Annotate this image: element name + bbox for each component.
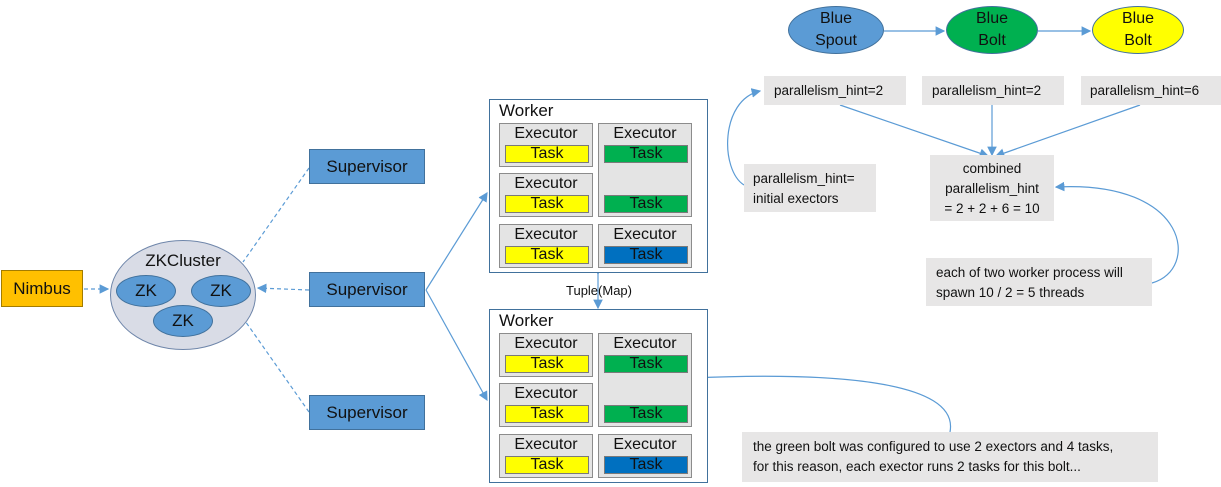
zk-node: ZK [116, 275, 176, 307]
executor: Executor Task [598, 224, 692, 268]
sup3-zk-line [242, 317, 310, 413]
task-yellow: Task [505, 145, 589, 163]
green-note-curve [690, 372, 951, 433]
zk-node: ZK [153, 305, 213, 337]
supervisor-node: Supervisor [309, 272, 425, 307]
worker-title: Worker [499, 311, 554, 330]
nimbus-label: Nimbus [13, 278, 71, 298]
executor-label: Executor [613, 125, 677, 142]
supervisor-node: Supervisor [309, 395, 425, 430]
worker-box: Worker Executor Task Executor Task Execu… [489, 309, 708, 483]
executor-green: Executor Task Task [598, 333, 692, 427]
worker-box: Worker Executor Task Executor Task Execu… [489, 99, 708, 273]
sup1-zk-line [242, 167, 310, 263]
executor-label: Executor [613, 335, 677, 352]
task-green: Task [604, 145, 688, 163]
zk-cluster: ZKCluster ZK ZK ZK [110, 240, 256, 350]
hint3-combined-arrow [994, 104, 1141, 158]
executor: Executor Task [499, 173, 593, 217]
executor: Executor Task [499, 434, 593, 478]
initial-executors-note: parallelism_hint=initial exectors [744, 164, 876, 212]
task-yellow: Task [505, 246, 589, 264]
task-blue: Task [604, 246, 688, 264]
supervisor-node: Supervisor [309, 149, 425, 184]
nimbus-node: Nimbus [1, 270, 83, 307]
executor: Executor Task [598, 434, 692, 478]
zk-node: ZK [191, 275, 251, 307]
worker-title: Worker [499, 101, 554, 120]
zk-cluster-label: ZKCluster [145, 251, 221, 270]
sup-worker1-arrow [425, 191, 488, 291]
task-yellow: Task [505, 456, 589, 474]
sup-worker2-arrow [425, 289, 488, 402]
hint-box: parallelism_hint=2 [764, 76, 906, 105]
sup2-zk-arrow [256, 283, 310, 294]
task-green: Task [604, 355, 688, 373]
task-green: Task [604, 405, 688, 423]
hint-box: parallelism_hint=6 [1081, 76, 1221, 105]
green-bolt-note: the green bolt was configured to use 2 e… [742, 432, 1158, 482]
hint-box: parallelism_hint=2 [922, 76, 1064, 105]
hint1-combined-arrow [839, 104, 990, 158]
executor: Executor Task [499, 123, 593, 167]
executor-green: Executor Task Task [598, 123, 692, 217]
task-yellow: Task [505, 405, 589, 423]
executor: Executor Task [499, 333, 593, 377]
tuple-label: Tuple(Map) [566, 283, 632, 298]
executor: Executor Task [499, 383, 593, 427]
executor: Executor Task [499, 224, 593, 268]
task-green: Task [604, 195, 688, 213]
task-yellow: Task [505, 195, 589, 213]
task-yellow: Task [505, 355, 589, 373]
task-blue: Task [604, 456, 688, 474]
